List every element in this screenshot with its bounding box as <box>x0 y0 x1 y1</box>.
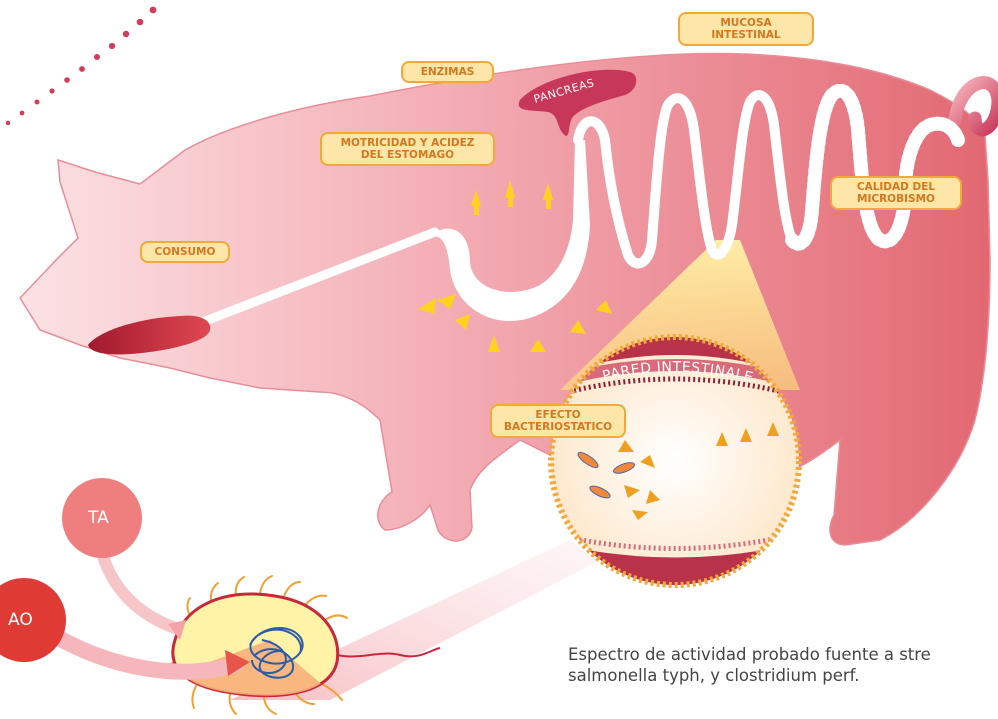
label-consumo: CONSUMO <box>140 241 230 263</box>
label-motricidad: MOTRICIDAD Y ACIDEZ DEL ESTOMAGO <box>320 132 495 166</box>
caption-line-1: Espectro de actividad probado fuente a s… <box>568 644 998 665</box>
label-enzimas: ENZIMAS <box>401 61 494 83</box>
label-mucosa-intestinal: MUCOSA INTESTINAL <box>678 12 814 46</box>
dotted-arc <box>6 7 157 126</box>
ta-label: TA <box>88 508 109 528</box>
caption-line-2: salmonella typh, y clostridium perf. <box>568 665 998 686</box>
caption: Espectro de actividad probado fuente a s… <box>568 644 998 686</box>
ao-label: AO <box>8 610 33 630</box>
label-calidad-microbismo: CALIDAD DEL MICROBISMO <box>830 176 962 210</box>
label-efecto-bacteriostatico: EFECTO BACTERIOSTATICO <box>490 404 626 438</box>
